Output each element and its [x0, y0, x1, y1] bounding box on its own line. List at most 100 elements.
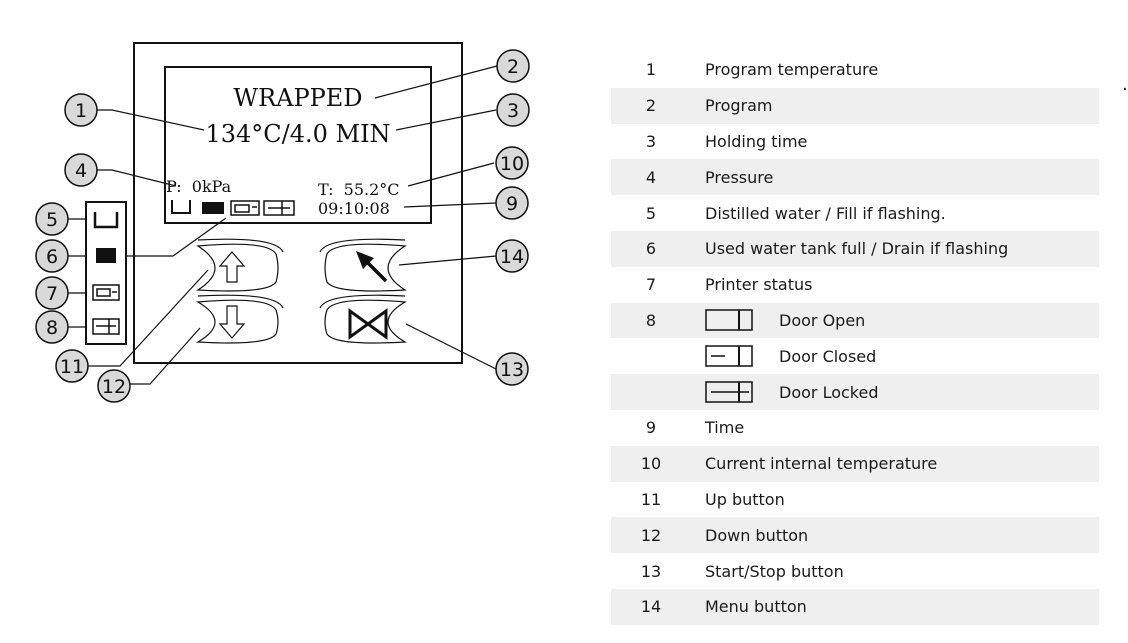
- lcd-pressure-text: P: 0kPa: [166, 177, 232, 196]
- svg-text:14: 14: [500, 246, 524, 268]
- down-button[interactable]: [195, 294, 284, 344]
- legend-label: Current internal temperature: [691, 445, 1099, 482]
- legend-number: 10: [611, 445, 691, 482]
- callout-12: 12: [97, 369, 131, 403]
- side-door-icon: [92, 318, 120, 335]
- callout-9: 9: [495, 186, 529, 220]
- legend-number: 1: [645, 60, 657, 80]
- legend-number: 11: [640, 489, 662, 509]
- door-open-icon: [705, 309, 753, 332]
- legend-number: 5: [645, 203, 657, 223]
- lcd-temperature-text: T: 55.2°C: [318, 180, 400, 199]
- legend-label: Menu button: [691, 588, 1099, 625]
- svg-text:7: 7: [46, 283, 58, 305]
- legend-number: 13: [640, 561, 662, 581]
- legend-number: 6: [611, 230, 691, 267]
- svg-text:5: 5: [46, 209, 58, 231]
- svg-text:1: 1: [75, 100, 87, 122]
- menu-arrow-icon: [356, 251, 388, 283]
- callout-1: 1: [64, 93, 98, 127]
- legend-label: Distilled water / Fill if flashing.: [705, 203, 946, 223]
- svg-text:6: 6: [46, 246, 58, 268]
- start-stop-icon: [348, 308, 388, 340]
- callout-13: 13: [495, 352, 529, 386]
- legend-label: Printer status: [705, 275, 813, 295]
- legend-number: 12: [611, 517, 691, 554]
- table-row: 5 Distilled water / Fill if flashing.: [611, 195, 1099, 231]
- table-row: 1 Program temperature: [611, 52, 1099, 88]
- callout-2: 2: [496, 49, 530, 83]
- table-row: Door Closed: [611, 338, 1099, 374]
- trailing-mark: .: [1122, 74, 1128, 95]
- legend-number: 4: [611, 159, 691, 196]
- lcd-full-tank-icon: [202, 202, 224, 214]
- up-button[interactable]: [196, 238, 284, 292]
- legend-label: Pressure: [691, 159, 1099, 196]
- callout-5: 5: [35, 202, 69, 236]
- callout-10: 10: [495, 146, 529, 180]
- table-row: 13 Start/Stop button: [611, 553, 1099, 589]
- svg-text:11: 11: [60, 356, 84, 378]
- callout-11: 11: [55, 349, 89, 383]
- lcd-clock-text: 09:10:08: [318, 199, 390, 218]
- lcd-temp-time-text: 134°C/4.0 MIN: [205, 120, 390, 148]
- legend-number: 3: [645, 131, 657, 151]
- lcd-program-text: WRAPPED: [233, 84, 362, 112]
- legend-number: [611, 338, 691, 374]
- svg-text:4: 4: [75, 160, 87, 182]
- legend-label: Door Closed: [779, 346, 877, 366]
- legend-number: 9: [645, 418, 657, 438]
- svg-text:10: 10: [500, 153, 524, 175]
- svg-text:12: 12: [102, 376, 126, 398]
- legend-number: 2: [611, 87, 691, 124]
- table-row: 7 Printer status: [611, 267, 1099, 303]
- start-stop-button[interactable]: [319, 294, 408, 344]
- down-arrow-icon: [218, 305, 246, 339]
- legend-label: Program temperature: [705, 60, 879, 80]
- svg-text:9: 9: [506, 193, 518, 215]
- legend-number: 8: [611, 302, 691, 339]
- legend-label: Time: [705, 418, 745, 438]
- side-water-tank-icon: [93, 212, 119, 229]
- legend-label: Program: [691, 87, 1099, 124]
- callout-4: 4: [64, 153, 98, 187]
- table-row: 8 Door Open: [611, 302, 1099, 339]
- svg-text:8: 8: [46, 317, 58, 339]
- callout-6: 6: [35, 239, 69, 273]
- side-full-tank-icon: [96, 248, 116, 263]
- callout-8: 8: [35, 310, 69, 344]
- svg-text:2: 2: [507, 56, 519, 78]
- up-arrow-icon: [218, 251, 246, 283]
- door-closed-icon: [705, 345, 753, 368]
- legend-label: Door Open: [779, 310, 866, 330]
- control-panel-diagram: WRAPPED 134°C/4.0 MIN P: 0kPa T: 55.2°C …: [35, 42, 530, 403]
- callout-14: 14: [495, 239, 529, 273]
- table-row: 11 Up button: [611, 482, 1099, 518]
- legend-number: 7: [645, 275, 657, 295]
- callout-3: 3: [496, 93, 530, 127]
- door-locked-icon: [705, 381, 753, 403]
- legend-label: Up button: [705, 489, 785, 509]
- table-row: Door Locked: [611, 374, 1099, 410]
- lcd-door-icon: [263, 200, 295, 216]
- callout-7: 7: [35, 276, 69, 310]
- legend-number: 14: [611, 588, 691, 625]
- legend-label: Used water tank full / Drain if flashing: [691, 230, 1099, 267]
- svg-text:3: 3: [507, 100, 519, 122]
- menu-button[interactable]: [319, 238, 407, 292]
- legend-label: Down button: [691, 517, 1099, 554]
- legend-label: Door Locked: [779, 382, 879, 402]
- table-row: 9 Time: [611, 410, 1099, 446]
- lcd-printer-icon: [230, 200, 260, 216]
- legend-label: Start/Stop button: [705, 561, 844, 581]
- svg-text:13: 13: [500, 359, 524, 381]
- panel-frame: [133, 42, 463, 364]
- legend-number: [611, 374, 691, 410]
- lcd-water-tank-icon: [171, 200, 191, 214]
